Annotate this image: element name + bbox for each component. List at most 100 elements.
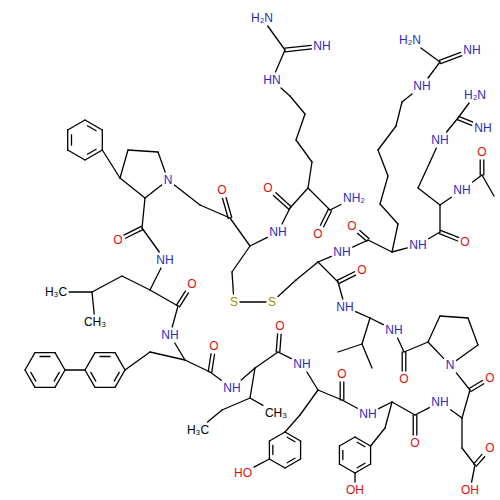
bond xyxy=(458,103,469,118)
atom-label: O xyxy=(398,372,409,386)
bond xyxy=(35,352,55,353)
bond xyxy=(300,441,301,459)
bond xyxy=(330,205,341,211)
bond xyxy=(100,356,110,357)
bond xyxy=(268,26,285,50)
atom-label: O xyxy=(112,233,123,247)
bond xyxy=(65,369,85,370)
bond xyxy=(210,372,221,380)
bond xyxy=(255,352,278,368)
bond xyxy=(480,160,481,175)
bond xyxy=(476,457,484,466)
atom-label: NH xyxy=(430,133,449,147)
bond xyxy=(482,175,494,196)
atom-label: H₂N xyxy=(398,33,422,47)
bond xyxy=(68,150,85,160)
bond xyxy=(360,230,369,238)
bond xyxy=(150,268,161,290)
bond xyxy=(398,338,404,352)
atom-label: CH₃ xyxy=(264,406,288,420)
bond xyxy=(278,280,296,296)
bond xyxy=(102,130,103,150)
bond xyxy=(114,372,119,381)
atom-label: NH xyxy=(358,407,377,421)
bond xyxy=(230,218,250,246)
bond xyxy=(290,96,305,114)
atom-label: H₃C xyxy=(44,285,68,299)
atom-label: H₂N xyxy=(250,11,274,25)
bond xyxy=(128,150,158,152)
bond xyxy=(296,262,318,280)
bond xyxy=(385,402,392,428)
bond xyxy=(339,275,356,284)
atom-label: NH xyxy=(462,43,481,57)
bond xyxy=(405,352,406,371)
bond xyxy=(172,306,178,327)
bond xyxy=(287,437,295,441)
bond xyxy=(125,230,142,239)
atom-label: O xyxy=(484,371,495,385)
bond xyxy=(370,318,383,325)
bond xyxy=(180,293,189,307)
bond xyxy=(459,116,473,122)
atom-label: NH xyxy=(160,328,179,342)
bond xyxy=(176,291,185,305)
bond xyxy=(441,230,459,237)
atom-label: NH xyxy=(268,225,287,239)
bond xyxy=(402,352,403,371)
bond xyxy=(404,342,428,352)
bond xyxy=(276,334,277,352)
bond xyxy=(469,380,482,388)
bond xyxy=(474,454,482,463)
bond xyxy=(273,195,288,209)
bond xyxy=(150,352,185,360)
bond xyxy=(472,465,475,482)
bond xyxy=(200,205,230,218)
atom-label: H₃C xyxy=(186,423,210,437)
bond xyxy=(342,451,343,460)
bond xyxy=(208,354,211,372)
bond xyxy=(296,114,305,140)
bond xyxy=(142,198,145,228)
bond xyxy=(428,62,440,78)
bond xyxy=(95,387,115,388)
bond xyxy=(285,432,301,441)
bond xyxy=(250,368,255,398)
bond xyxy=(55,370,65,387)
bond xyxy=(392,402,415,415)
bond xyxy=(296,140,312,162)
bond xyxy=(339,464,355,473)
bond xyxy=(25,353,35,370)
bond xyxy=(102,150,120,178)
bond xyxy=(158,152,165,172)
bond xyxy=(378,150,388,176)
bond xyxy=(357,233,366,241)
bond xyxy=(71,135,72,145)
atom-label: NH xyxy=(222,381,241,395)
bond xyxy=(342,400,357,408)
bond xyxy=(92,292,94,314)
bond xyxy=(415,408,429,415)
bond xyxy=(95,352,115,353)
bond xyxy=(392,248,407,252)
bond xyxy=(92,276,122,292)
bond xyxy=(357,463,365,467)
bond xyxy=(473,175,482,182)
bond xyxy=(471,384,484,392)
bond xyxy=(122,276,150,290)
bond xyxy=(269,432,285,441)
bond xyxy=(418,188,440,205)
bond xyxy=(416,415,417,435)
atom-label: S xyxy=(229,295,239,309)
bond xyxy=(430,148,436,162)
bond xyxy=(232,246,250,272)
atom-label: NH xyxy=(384,323,403,337)
atom-label: O xyxy=(262,181,273,195)
bond xyxy=(429,232,440,239)
atom-label: NH xyxy=(412,79,431,93)
bond xyxy=(428,316,440,342)
bond xyxy=(285,45,311,48)
bond xyxy=(285,459,301,468)
bond xyxy=(40,356,50,357)
bond xyxy=(269,441,270,459)
